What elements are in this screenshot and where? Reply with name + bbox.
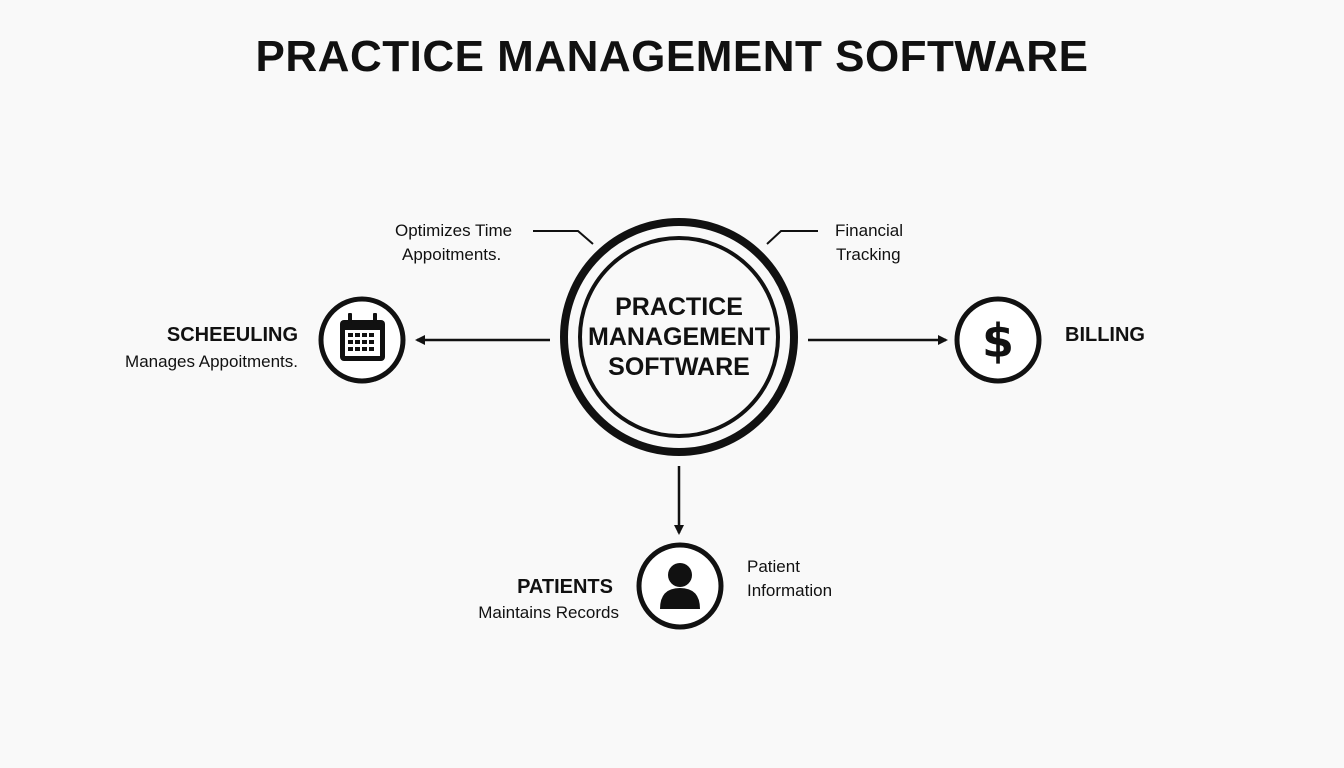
patients-title: PATIENTS xyxy=(517,576,613,598)
patients-callout-line: Patient xyxy=(747,557,800,576)
hub-label-line: PRACTICE xyxy=(615,293,743,321)
billing-callout-line: Financial xyxy=(835,221,904,240)
patients-description: Maintains Records xyxy=(478,603,619,622)
scheduling-node xyxy=(318,296,406,384)
callout-leader-scheduling xyxy=(533,230,594,245)
scheduling-description: Manages Appoitments. xyxy=(125,352,298,371)
calendar-icon xyxy=(340,313,385,361)
patients-callout-line: Information xyxy=(747,581,833,600)
patients-callout: Patient Information xyxy=(747,555,832,603)
hub-label-line: SOFTWARE xyxy=(608,353,750,381)
scheduling-callout-line: Appoitments. xyxy=(402,245,502,264)
scheduling-callout-line: Optimizes Time xyxy=(395,221,513,240)
person-icon xyxy=(660,563,700,609)
scheduling-callout: Optimizes Time Appoitments. xyxy=(395,219,512,267)
billing-title: BILLING xyxy=(1065,324,1145,346)
billing-node: $ xyxy=(954,296,1042,384)
hub-circle xyxy=(560,218,798,456)
hub-label-line: MANAGEMENT xyxy=(588,323,770,351)
dollar-icon: $ xyxy=(982,314,1014,368)
patients-node xyxy=(636,542,724,630)
diagram-title: PRACTICE MANAGEMENT SOFTWARE xyxy=(255,32,1089,81)
callout-leader-billing xyxy=(766,230,818,245)
billing-callout: Financial Tracking xyxy=(835,219,903,267)
hub-label: PRACTICE MANAGEMENT SOFTWARE xyxy=(579,292,779,382)
scheduling-title: SCHEEULING xyxy=(166,324,298,346)
billing-callout-line: Tracking xyxy=(836,245,901,264)
